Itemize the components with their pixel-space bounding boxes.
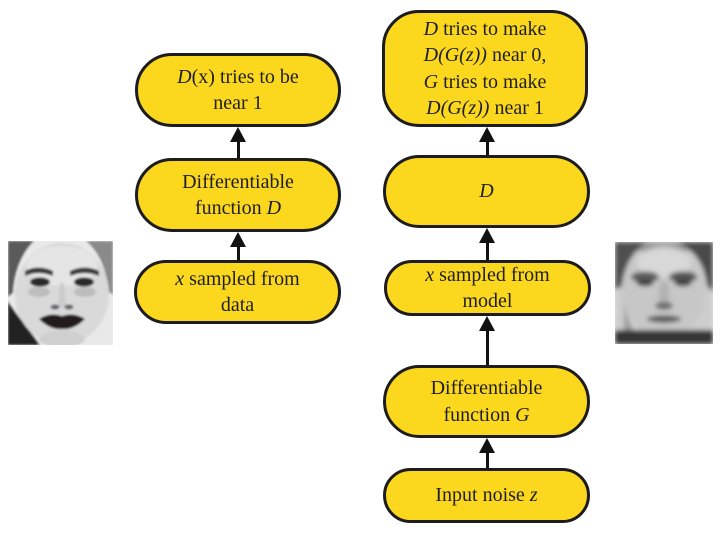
arrowhead-icon [479, 316, 495, 331]
arrowhead-icon [230, 127, 246, 142]
up-arrow-icon [479, 438, 495, 470]
node-input-noise-z: Input noise z [383, 468, 590, 523]
arrowhead-icon [230, 232, 246, 247]
real-face-photo [8, 241, 113, 345]
up-arrow-icon [230, 232, 246, 262]
arrowhead-icon [479, 438, 495, 453]
arrow-shaft [485, 328, 489, 367]
arrowhead-icon [479, 228, 495, 243]
arrow-shaft [236, 244, 240, 262]
arrow-shaft [485, 450, 489, 470]
arrowhead-icon [479, 127, 495, 142]
up-arrow-icon [479, 228, 495, 262]
node-discriminator-d: D [383, 155, 590, 228]
up-arrow-icon [230, 127, 246, 160]
arrow-shaft [236, 139, 240, 160]
arrow-shaft [485, 139, 489, 157]
up-arrow-icon [479, 127, 495, 157]
up-arrow-icon [479, 316, 495, 367]
generated-face-photo [615, 242, 713, 344]
arrow-shaft [485, 240, 489, 262]
